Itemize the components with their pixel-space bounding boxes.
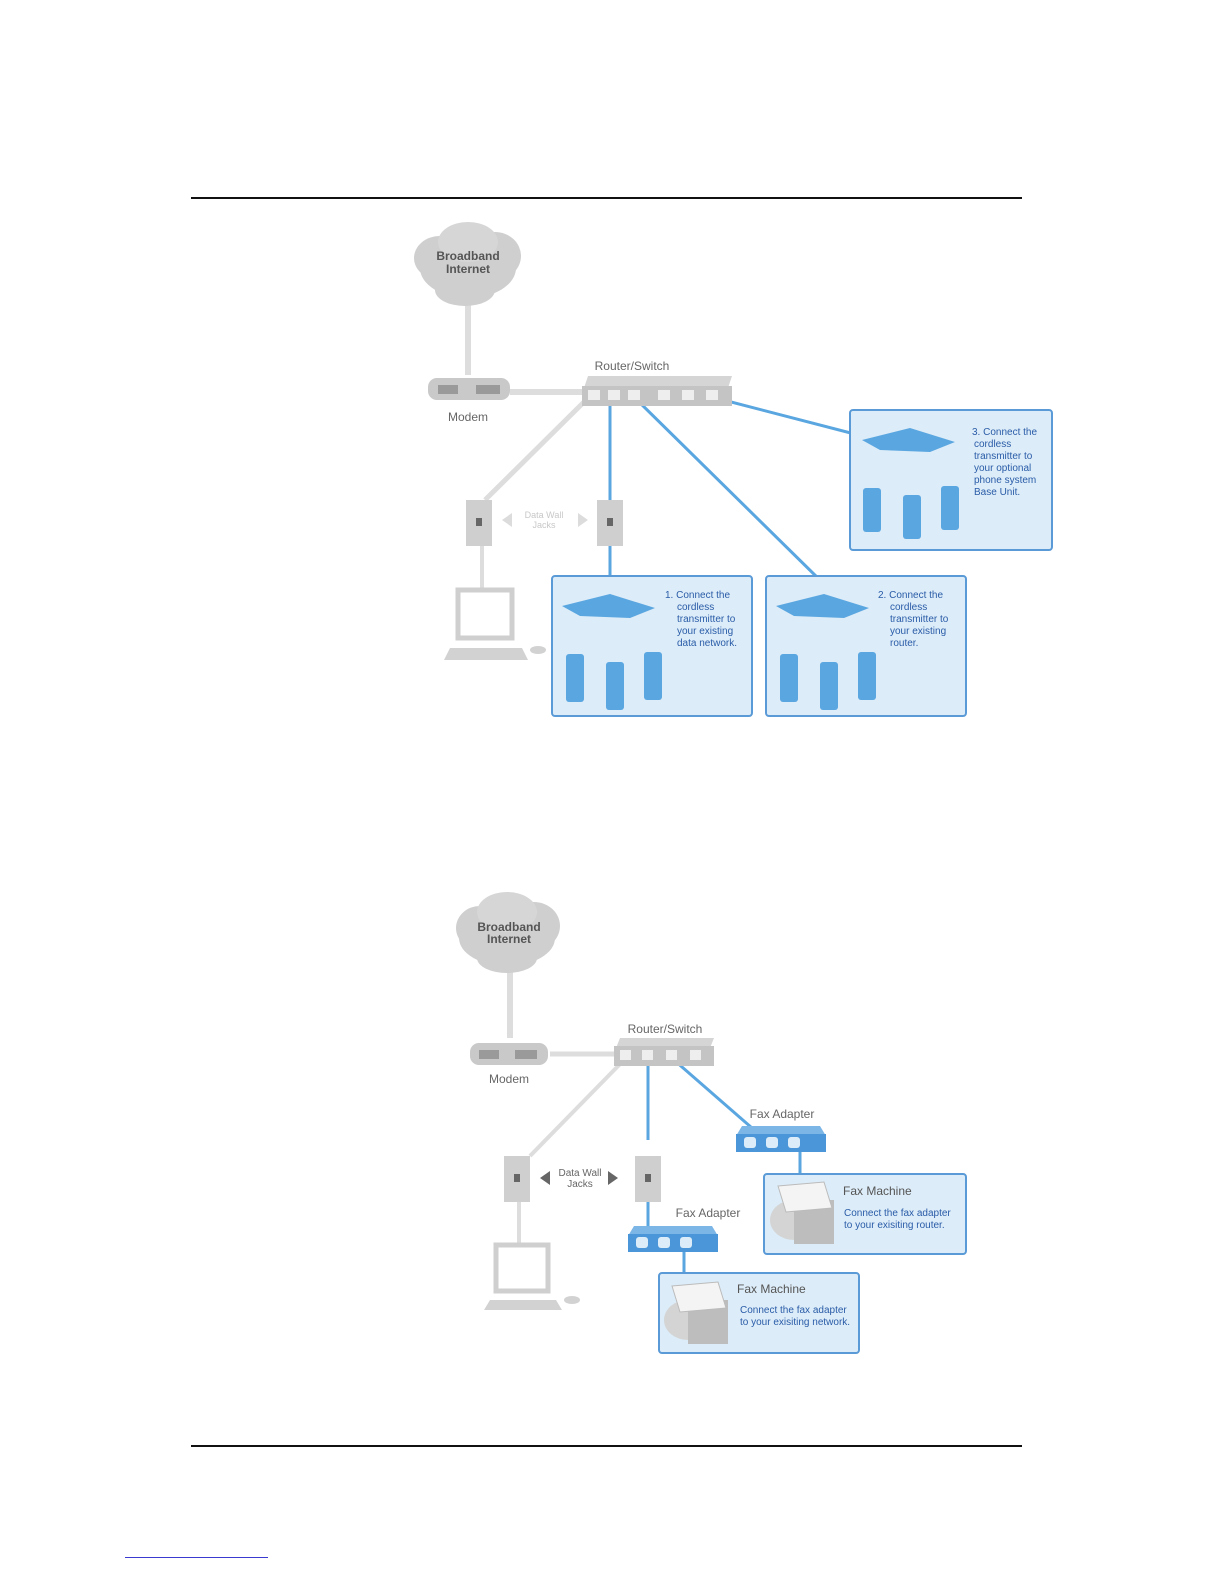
cloud-label-line1: Broadband: [477, 920, 540, 934]
fax-machine-lower-line1: Connect the fax adapter: [740, 1305, 847, 1316]
box2-line4: your existing: [890, 626, 946, 637]
cloud-icon: [456, 892, 560, 973]
cloud-label-line1: Broadband: [436, 249, 499, 263]
box2-line3: transmitter to: [890, 614, 949, 625]
fax-adapter-lower-icon: [628, 1226, 718, 1252]
jacks-label-line2: Jacks: [532, 520, 556, 530]
callout-box-router: [765, 575, 967, 717]
fax-machine-icon: [770, 1181, 834, 1244]
callout-box-base-unit: [849, 409, 1053, 551]
bottom-rule: [191, 1445, 1022, 1447]
cloud-label-line2: Internet: [487, 932, 531, 946]
modem-label: Modem: [489, 1072, 529, 1086]
box3-line1: 3. Connect the: [972, 427, 1037, 438]
fax-machine-upper-box: [763, 1173, 967, 1255]
fax-adapter-lower-label: Fax Adapter: [676, 1206, 741, 1220]
wall-jack-icon: [635, 1156, 661, 1202]
fax-adapter-upper-icon: [736, 1126, 826, 1152]
box1-line4: your existing: [677, 626, 733, 637]
fax-machine-lower-title: Fax Machine: [737, 1282, 806, 1296]
jacks-label-line1: Data Wall: [525, 510, 564, 520]
fax-machine-lower-box: [658, 1272, 860, 1354]
jacks-label-line1: Data Wall: [559, 1168, 602, 1179]
router-switch-icon: [614, 1038, 714, 1066]
box3-line2: cordless: [974, 439, 1011, 450]
box3-line5: phone system: [974, 475, 1036, 486]
fax-machine-upper-title: Fax Machine: [843, 1184, 912, 1198]
wall-jack-icon: [504, 1156, 530, 1202]
router-label: Router/Switch: [595, 359, 670, 373]
wall-jack-icon: [466, 500, 492, 546]
box1-line3: transmitter to: [677, 614, 736, 625]
box3-line3: transmitter to: [974, 451, 1033, 462]
modem-icon: [470, 1043, 548, 1065]
modem-label: Modem: [448, 410, 488, 424]
callout-box-data-network: [551, 575, 753, 717]
modem-icon: [428, 378, 510, 400]
footer-link-underline[interactable]: [125, 1557, 268, 1558]
box3-line4: your optional: [974, 463, 1031, 474]
jacks-label-line2: Jacks: [567, 1179, 593, 1190]
top-rule: [191, 197, 1022, 199]
diagram-fax-network: Broadband Internet Modem Router/Switch D…: [452, 890, 972, 1360]
cloud-icon: [414, 222, 521, 306]
box2-line5: router.: [890, 638, 918, 649]
box1-line2: cordless: [677, 602, 714, 613]
box2-line1: 2. Connect the: [878, 590, 943, 601]
fax-machine-upper-line2: to your exisiting router.: [844, 1220, 945, 1231]
router-label: Router/Switch: [628, 1022, 703, 1036]
fax-machine-lower-line2: to your exisiting network.: [740, 1317, 850, 1328]
cloud-label-line2: Internet: [446, 262, 490, 276]
computer-icon: [484, 1242, 580, 1310]
diagram-cordless-network: Broadband Internet Modem Router/Switch D…: [410, 220, 1060, 722]
router-switch-icon: [582, 376, 732, 406]
fax-machine-icon: [664, 1281, 728, 1344]
box1-line1: 1. Connect the: [665, 590, 730, 601]
fax-machine-upper-line1: Connect the fax adapter: [844, 1208, 951, 1219]
fax-adapter-upper-label: Fax Adapter: [750, 1107, 815, 1121]
box1-line5: data network.: [677, 638, 737, 649]
box2-line2: cordless: [890, 602, 927, 613]
double-arrow-icon: [502, 513, 588, 527]
computer-icon: [444, 587, 546, 660]
double-arrow-icon: [540, 1171, 618, 1185]
wall-jack-icon: [597, 500, 623, 546]
box3-line6: Base Unit.: [974, 487, 1020, 498]
